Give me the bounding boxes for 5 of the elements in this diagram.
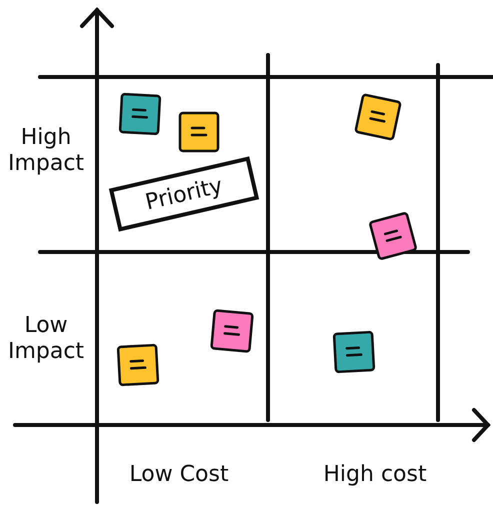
axis-label: Low Cost	[128, 462, 230, 488]
axis-label: High Impact	[6, 125, 86, 178]
priority-label: Priority	[143, 173, 225, 215]
axis-label: Low Impact	[6, 313, 86, 366]
axis-label: High cost	[322, 462, 428, 488]
